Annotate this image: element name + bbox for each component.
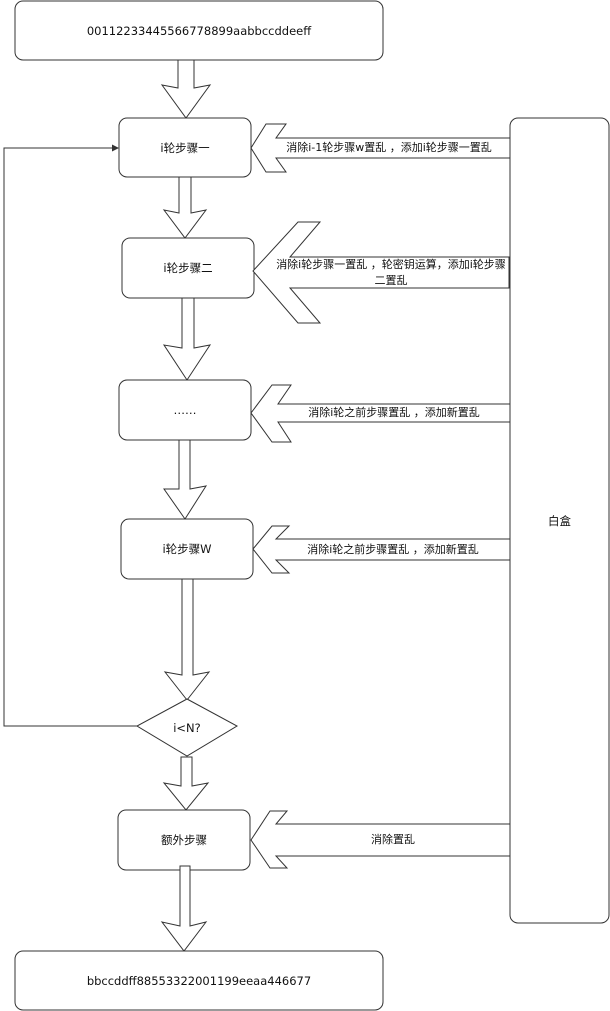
- step-ellipsis-box: [118, 379, 252, 441]
- annotation-arrow-step2: [252, 221, 510, 324]
- flow-arrow-decision-to-extra: [162, 756, 210, 811]
- flow-arrow-step2-to-step3: [162, 297, 212, 381]
- extra-step-box: [117, 809, 251, 871]
- annotation-arrow-stepw: [252, 525, 511, 574]
- flow-arrow-extra-to-output: [160, 865, 208, 952]
- flow-arrow-input-to-step1: [160, 59, 212, 119]
- flow-arrow-step1-to-step2: [162, 176, 208, 239]
- whitebox-container: [509, 117, 610, 924]
- annotation-arrow-extra: [250, 810, 511, 869]
- flow-arrow-step3-to-stepw: [163, 439, 208, 520]
- annotation-arrow-step1: [250, 123, 511, 173]
- annotation-arrow-step3: [250, 384, 511, 443]
- input-block-box: [14, 0, 384, 61]
- step-w-box: [120, 518, 254, 580]
- step-2-box: [121, 237, 255, 299]
- loop-back-arrowhead: [112, 144, 119, 152]
- decision-diamond: [135, 698, 239, 757]
- step-1-box: [118, 117, 252, 178]
- flow-arrow-stepw-to-decision: [163, 578, 211, 701]
- output-block-box: [14, 950, 384, 1011]
- loop-back-connector: [3, 147, 137, 727]
